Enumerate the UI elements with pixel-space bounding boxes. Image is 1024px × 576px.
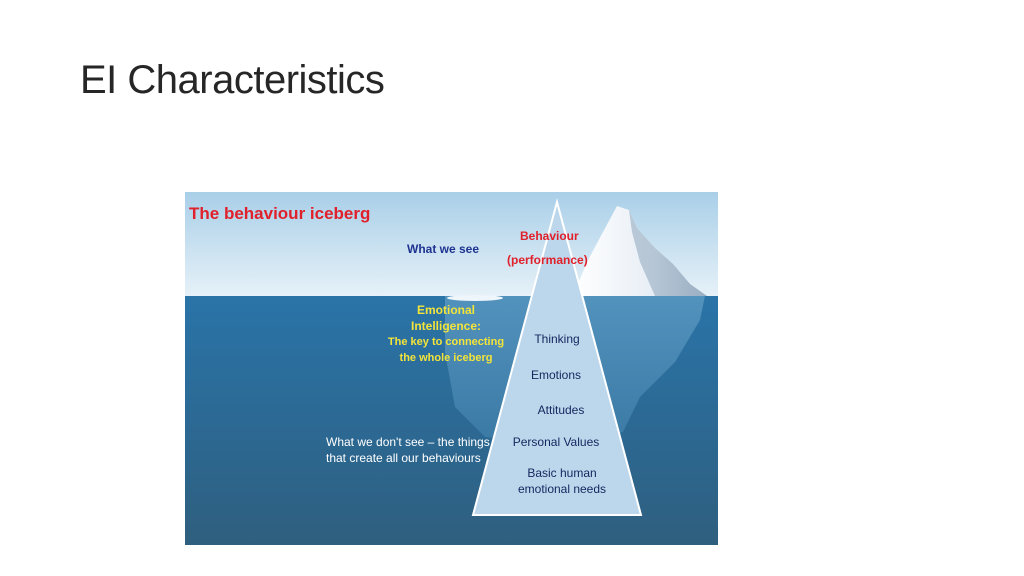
layer-basic-needs: Basic human emotional needs xyxy=(517,466,607,496)
ei-heading-line1: Emotional xyxy=(416,303,475,317)
pyramid xyxy=(471,198,643,516)
ei-sub-line1: The key to connecting xyxy=(387,336,505,348)
slide-title: EI Characteristics xyxy=(80,58,385,102)
ice-floe xyxy=(447,295,503,301)
ei-sub-line2: the whole iceberg xyxy=(399,352,493,364)
iceberg-illustration xyxy=(185,192,718,545)
layer-emotions: Emotions xyxy=(530,368,582,382)
below-water-label: What we don't see – the things that crea… xyxy=(326,435,490,465)
diagram-title: The behaviour iceberg xyxy=(189,204,371,223)
peak-sublabel: (performance) xyxy=(507,253,588,267)
layer-thinking: Thinking xyxy=(534,332,580,346)
ei-callout: Emotional Intelligence: The key to conne… xyxy=(381,302,511,366)
iceberg-diagram: The behaviour iceberg What we see Behavi… xyxy=(185,192,718,545)
layer-attitudes: Attitudes xyxy=(537,403,585,417)
ei-heading-line2: Intelligence: xyxy=(410,319,481,333)
layer-personal-values: Personal Values xyxy=(512,435,600,449)
above-water-label: What we see xyxy=(407,242,480,256)
peak-label: Behaviour xyxy=(520,229,579,243)
iceberg-shadow xyxy=(629,210,707,296)
